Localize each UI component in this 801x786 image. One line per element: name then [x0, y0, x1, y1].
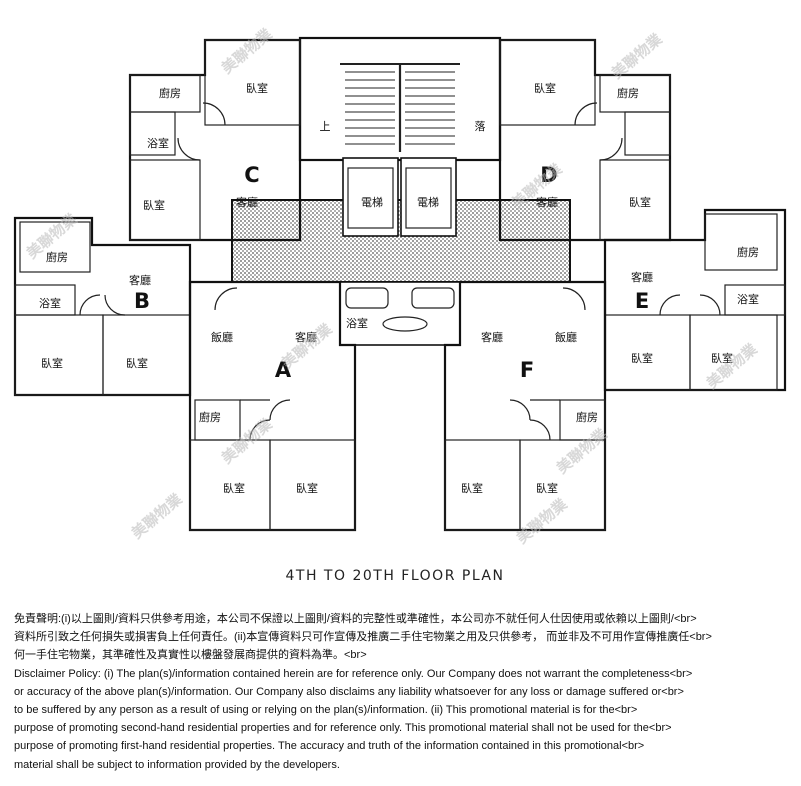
lift-right-label: 電梯 [417, 196, 439, 209]
unit-a-kitchen-label: 廚房 [199, 410, 221, 424]
door-swing [249, 419, 271, 441]
unit-e-bath-label: 浴室 [737, 292, 759, 306]
unit-d-bedroom-top-label: 臥室 [534, 81, 556, 95]
unit-d-bathroom [624, 111, 671, 156]
watermark-logo: 美聯物業 [513, 494, 571, 547]
door-swing [599, 137, 623, 161]
disclaimer-line: 免責聲明:(i)以上圖則/資料只供參考用途，本公司不保證以上圖則/資料的完整性或… [14, 613, 697, 625]
unit-c-bath-label: 浴室 [147, 136, 169, 150]
core-bathtub-right [411, 287, 455, 309]
unit-d-bedroom-top [499, 39, 596, 126]
unit-c-letter: C [244, 163, 259, 187]
unit-f-bedroom-2-label: 臥室 [536, 481, 558, 495]
unit-e-outline [603, 208, 787, 392]
watermark-logo: 美聯物業 [703, 339, 761, 392]
disclaimer-line: material shall be subject to information… [14, 758, 340, 771]
unit-c-bedroom-lower [129, 159, 201, 241]
stair-down-label: 落 [475, 120, 486, 133]
stair-steps [340, 63, 460, 152]
unit-f-bedroom-2 [519, 439, 606, 531]
lift-right-car [405, 167, 452, 229]
door-swing [509, 399, 531, 421]
door-swing [214, 287, 238, 311]
unit-b-letter: B [134, 289, 150, 313]
unit-b-bedroom-2 [102, 314, 191, 396]
unit-a-bedroom-2 [269, 439, 356, 531]
unit-c-kitchen-label: 廚房 [159, 86, 181, 100]
door-swing [269, 399, 291, 421]
unit-e-kitchen-label: 廚房 [737, 245, 759, 259]
disclaimer-line: 何一手住宅物業，其準確性及真實性以樓盤發展商提供的資料為準。<br> [14, 649, 367, 662]
core-bathroom [339, 281, 461, 346]
unit-a-bedroom-2-label: 臥室 [296, 481, 318, 495]
unit-c-bathroom [129, 111, 176, 156]
lift-right [400, 157, 457, 237]
unit-d-kitchen-label: 廚房 [617, 86, 639, 100]
unit-e-bedroom-1-label: 臥室 [631, 351, 653, 365]
core-basin [382, 316, 428, 332]
floor-plan: 上 落 電梯 電梯 浴室 廚房 臥室 浴室 C 臥室 客廳 臥室 廚房 D 客廳… [13, 24, 787, 584]
lift-left-car [347, 167, 394, 229]
lift-left [342, 157, 399, 237]
disclaimer-line: purpose of promoting second-hand residen… [14, 722, 672, 735]
unit-a-letter: A [275, 358, 292, 382]
door-swing [79, 294, 101, 316]
unit-b-bedroom-2-label: 臥室 [126, 356, 148, 370]
disclaimer-line: 資料所引致之任何損失或損害負上任何責任。(ii)本宣傳資料只可作宣傳及推廣二手住… [14, 631, 712, 644]
disclaimer-line: to be suffered by any person as a result… [14, 704, 638, 717]
door-swing [104, 294, 126, 316]
unit-e-bedroom-2 [689, 314, 778, 391]
watermark-logo: 美聯物業 [218, 414, 276, 467]
lift-left-label: 電梯 [361, 196, 383, 209]
stair-up-label: 上 [320, 120, 331, 133]
unit-a-dining-label: 飯廳 [211, 330, 233, 344]
door-swing [202, 102, 226, 126]
unit-b-living-label: 客廳 [129, 273, 151, 287]
unit-c-bedroom-top [204, 39, 301, 126]
door-swing [177, 137, 201, 161]
watermark-logo: 美聯物業 [553, 424, 611, 477]
unit-c-bedroom-lower-label: 臥室 [143, 198, 165, 212]
disclaimer-block: 免責聲明:(i)以上圖則/資料只供參考用途，本公司不保證以上圖則/資料的完整性或… [14, 610, 794, 774]
door-swing [574, 102, 598, 126]
unit-e-bedroom-2-label: 臥室 [711, 351, 733, 365]
unit-e-living-label: 客廳 [631, 270, 653, 284]
core-bathtub-left [345, 287, 389, 309]
unit-e-kitchen [704, 213, 778, 271]
door-swing [659, 294, 681, 316]
unit-b-kitchen [19, 221, 91, 273]
unit-f-letter: F [520, 358, 534, 382]
plan-title: 4TH TO 20TH FLOOR PLAN [286, 568, 505, 584]
unit-a-living-label: 客廳 [295, 330, 317, 344]
unit-d-bedroom-lower-label: 臥室 [629, 195, 651, 209]
unit-a-bedroom-1-label: 臥室 [223, 481, 245, 495]
watermark-logo: 美聯物業 [128, 489, 186, 542]
core-bath-label: 浴室 [346, 316, 368, 330]
disclaimer-line: Disclaimer Policy: (i) The plan(s)/infor… [14, 667, 693, 680]
unit-c-living-label: 客廳 [236, 195, 258, 209]
door-swing [529, 419, 551, 441]
unit-f-kitchen-label: 廚房 [576, 410, 598, 424]
unit-b-bath-label: 浴室 [39, 296, 61, 310]
watermark-logo: 美聯物業 [218, 24, 276, 77]
unit-c-bedroom-top-label: 臥室 [246, 81, 268, 95]
unit-f-living-label: 客廳 [481, 330, 503, 344]
unit-d-letter: D [540, 163, 557, 187]
disclaimer-line: or accuracy of the above plan(s)/informa… [14, 685, 684, 698]
watermark-logo: 美聯物業 [278, 319, 336, 372]
unit-e-letter: E [635, 289, 649, 313]
unit-b-bedroom-1 [14, 314, 104, 396]
unit-f-bedroom-1-label: 臥室 [461, 481, 483, 495]
unit-d-living-label: 客廳 [536, 195, 558, 209]
unit-b-bedroom-1-label: 臥室 [41, 356, 63, 370]
disclaimer-line: purpose of promoting first-hand resident… [14, 740, 645, 753]
unit-a-outline [188, 280, 357, 532]
door-swing [699, 294, 721, 316]
unit-f-dining-label: 飯廳 [555, 330, 577, 344]
door-swing [562, 287, 586, 311]
unit-b-kitchen-label: 廚房 [46, 250, 68, 264]
